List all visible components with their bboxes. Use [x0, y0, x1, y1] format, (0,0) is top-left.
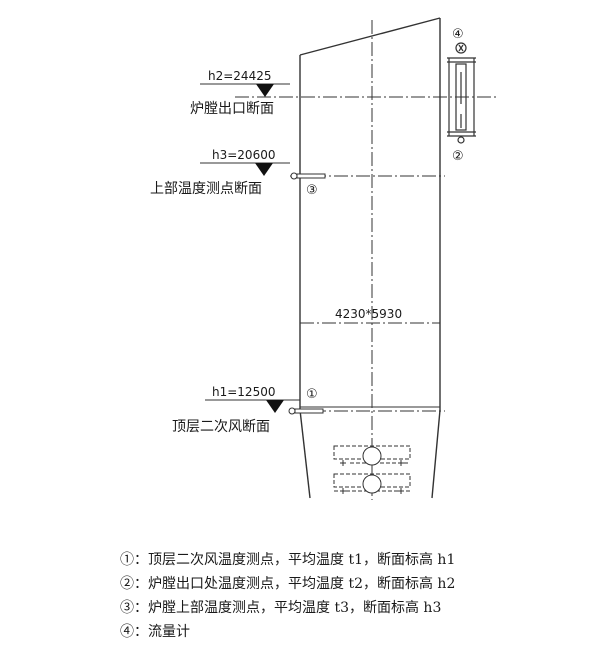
h2-section-label: 炉膛出口断面 [190, 101, 274, 117]
hopper-right [431, 409, 441, 499]
marker-1: ① [306, 387, 318, 402]
furnace-walls [299, 17, 441, 499]
h3-probe [290, 172, 326, 180]
h1-marker [205, 399, 300, 413]
flowmeter-assembly [447, 42, 476, 144]
legend-item-2: ②：炉膛出口处温度测点，平均温度 t2，断面标高 h2 [120, 576, 456, 592]
h2-marker [200, 83, 290, 97]
marker-3: ③ [306, 183, 318, 198]
h3-triangle-icon [255, 163, 273, 176]
h3-marker [200, 162, 290, 176]
h3-section-label: 上部温度测点断面 [150, 181, 262, 197]
hopper-left [299, 409, 311, 499]
dimension-label: 4230*5930 [335, 307, 402, 321]
h1-triangle-icon [266, 400, 284, 413]
legend-item-1: ①：顶层二次风温度测点，平均温度 t1，断面标高 h1 [120, 552, 456, 568]
marker-4: ④ [452, 27, 464, 42]
legend: ①：顶层二次风温度测点，平均温度 t1，断面标高 h1 ②：炉膛出口处温度测点，… [120, 548, 580, 644]
h1-section-label: 顶层二次风断面 [172, 419, 270, 435]
h3-label: h3=20600 [212, 148, 275, 162]
legend-item-4: ④：流量计 [120, 624, 190, 640]
h2-triangle-icon [256, 84, 274, 97]
legend-item-3: ③：炉膛上部温度测点，平均温度 t3，断面标高 h3 [120, 600, 442, 616]
marker-2: ② [452, 149, 464, 164]
boiler-furnace-diagram: h2=24425 炉膛出口断面 h3=20600 上部温度测点断面 4230*5… [150, 17, 498, 500]
h1-label: h1=12500 [212, 385, 275, 399]
burner-area [333, 445, 411, 494]
roof-slope [299, 17, 441, 56]
h1-probe [288, 407, 324, 415]
h2-label: h2=24425 [208, 69, 271, 83]
